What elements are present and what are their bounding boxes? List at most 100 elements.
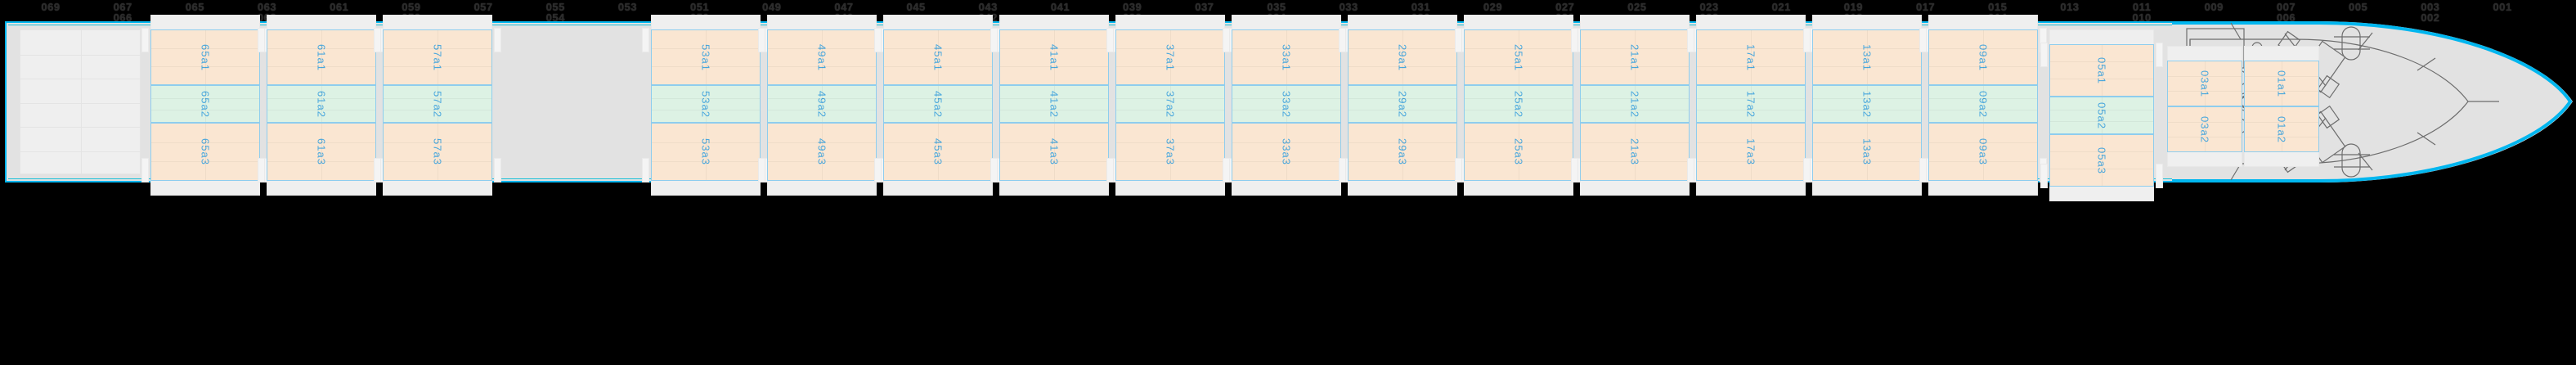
slot-33a1[interactable]: 33a1 — [1232, 29, 1341, 85]
bay-guide-tab — [874, 28, 882, 52]
slot-17a3[interactable]: 17a3 — [1696, 123, 1806, 181]
slot-03a2[interactable]: 03a2 — [2167, 106, 2242, 152]
slot-57a1[interactable]: 57a1 — [383, 29, 492, 85]
slot-53a3[interactable]: 53a3 — [651, 123, 761, 181]
slot-09a3[interactable]: 09a3 — [1928, 123, 2038, 181]
grid-line — [20, 127, 140, 128]
slot-65a2[interactable]: 65a2 — [150, 85, 260, 123]
slot-01a1[interactable]: 01a1 — [2244, 61, 2319, 106]
slot-grid-line — [1000, 47, 1108, 49]
bow-outline — [2172, 21, 2573, 182]
slot-13a1[interactable]: 13a1 — [1812, 29, 1922, 85]
slot-21a1[interactable]: 21a1 — [1580, 29, 1690, 85]
slot-grid-line — [267, 142, 375, 143]
slot-41a1[interactable]: 41a1 — [999, 29, 1109, 85]
slot-41a3[interactable]: 41a3 — [999, 123, 1109, 181]
bay-cap-bottom-37 — [1115, 179, 1225, 196]
bay-guide-tab — [374, 28, 381, 52]
slot-grid-line — [1983, 86, 1984, 122]
slot-45a1[interactable]: 45a1 — [883, 29, 993, 85]
slot-21a3[interactable]: 21a3 — [1580, 123, 1690, 181]
slot-29a3[interactable]: 29a3 — [1348, 123, 1457, 181]
bay-cap-top-21 — [1580, 15, 1690, 31]
slot-57a2[interactable]: 57a2 — [383, 85, 492, 123]
slot-45a2[interactable]: 45a2 — [883, 85, 993, 123]
slot-29a2[interactable]: 29a2 — [1348, 85, 1457, 123]
slot-65a3[interactable]: 65a3 — [150, 123, 260, 181]
slot-grid-line — [1751, 30, 1752, 84]
bay-cap-bottom-61 — [267, 179, 376, 196]
bay-cap-top-61 — [267, 15, 376, 31]
bay-label-021: 021 — [1771, 1, 1791, 13]
slot-grid-line — [321, 30, 322, 84]
bay-guide-tab — [494, 28, 501, 52]
slot-grid-line — [1116, 142, 1224, 143]
slot-09a2[interactable]: 09a2 — [1928, 85, 2038, 123]
slot-53a1[interactable]: 53a1 — [651, 29, 761, 85]
bay-label-023: 023 — [1699, 1, 1719, 13]
slot-13a3[interactable]: 13a3 — [1812, 123, 1922, 181]
slot-45a3[interactable]: 45a3 — [883, 123, 993, 181]
bay-label-029: 029 — [1483, 1, 1503, 13]
slot-57a3[interactable]: 57a3 — [383, 123, 492, 181]
slot-grid-line — [1402, 124, 1403, 180]
slot-05a1[interactable]: 05a1 — [2049, 44, 2154, 97]
slot-41a2[interactable]: 41a2 — [999, 85, 1109, 123]
slot-grid-line — [768, 142, 876, 143]
slot-03a1[interactable]: 03a1 — [2167, 61, 2242, 106]
slot-01a2[interactable]: 01a2 — [2244, 106, 2319, 152]
slot-29a1[interactable]: 29a1 — [1348, 29, 1457, 85]
slot-grid-line — [1929, 142, 2037, 143]
bay-01[interactable]: 01a1 01a2 — [2244, 61, 2319, 152]
slot-05a2[interactable]: 05a2 — [2049, 97, 2154, 134]
slot-grid-line — [267, 47, 375, 49]
slot-09a1[interactable]: 09a1 — [1928, 29, 2038, 85]
slot-61a3[interactable]: 61a3 — [267, 123, 376, 181]
slot-21a2[interactable]: 21a2 — [1580, 85, 1690, 123]
bay-cap-bottom-13 — [1812, 179, 1922, 196]
slot-25a2[interactable]: 25a2 — [1464, 85, 1573, 123]
slot-61a1[interactable]: 61a1 — [267, 29, 376, 85]
slot-37a3[interactable]: 37a3 — [1115, 123, 1225, 181]
slot-grid-line — [267, 65, 375, 67]
slot-05a3[interactable]: 05a3 — [2049, 134, 2154, 187]
slot-49a2[interactable]: 49a2 — [767, 85, 877, 123]
slot-49a3[interactable]: 49a3 — [767, 123, 877, 181]
slot-grid-line — [652, 142, 760, 143]
slot-grid-line — [2102, 97, 2103, 133]
bay-guide-tab — [1455, 28, 1462, 52]
slot-25a3[interactable]: 25a3 — [1464, 123, 1573, 181]
slot-17a2[interactable]: 17a2 — [1696, 85, 1806, 123]
slot-33a3[interactable]: 33a3 — [1232, 123, 1341, 181]
slot-37a2[interactable]: 37a2 — [1115, 85, 1225, 123]
slot-label-57a1: 57a1 — [431, 43, 444, 71]
slot-65a1[interactable]: 65a1 — [150, 29, 260, 85]
slot-label-01a2: 01a2 — [2275, 115, 2288, 143]
slot-33a2[interactable]: 33a2 — [1232, 85, 1341, 123]
slot-37a1[interactable]: 37a1 — [1115, 29, 1225, 85]
slot-13a2[interactable]: 13a2 — [1812, 85, 1922, 123]
slot-53a2[interactable]: 53a2 — [651, 85, 761, 123]
slot-17a1[interactable]: 17a1 — [1696, 29, 1806, 85]
bay-guide-tab — [2156, 43, 2163, 67]
slot-25a1[interactable]: 25a1 — [1464, 29, 1573, 85]
slot-61a2[interactable]: 61a2 — [267, 85, 376, 123]
slot-49a1[interactable]: 49a1 — [767, 29, 877, 85]
